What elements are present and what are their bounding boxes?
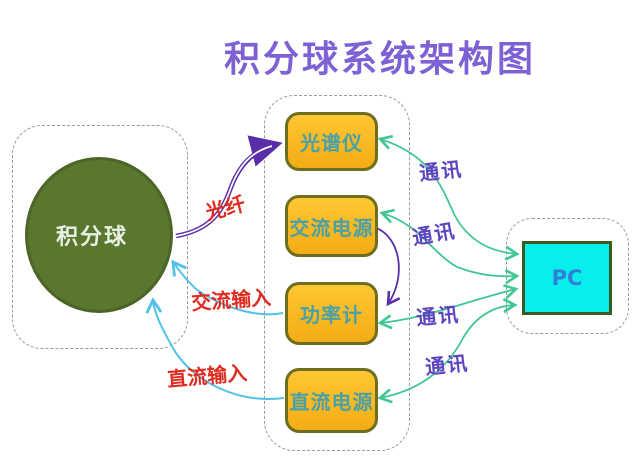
spectrometer-node: 光谱仪 [285, 112, 378, 171]
pc-node: PC [522, 241, 612, 315]
dc-power-supply-label: 直流电源 [289, 390, 374, 414]
comm-label-power-meter: 通讯 [415, 302, 462, 330]
ac-power-supply-node: 交流电源 [285, 195, 378, 257]
ac-power-supply-label: 交流电源 [289, 215, 374, 240]
pc-label: PC [551, 266, 583, 290]
comm-label-spectrometer: 通讯 [418, 156, 465, 186]
dc-power-supply-node: 直流电源 [285, 368, 378, 433]
power-meter-node: 功率计 [285, 282, 378, 345]
ac-input-edge-label: 交流输入 [190, 285, 272, 315]
comm-label-dc-supply: 通讯 [424, 350, 471, 380]
spectrometer-label: 光谱仪 [300, 131, 363, 155]
dc-input-edge-label: 直流输入 [166, 360, 249, 392]
power-meter-label: 功率计 [300, 303, 363, 327]
fiber-edge-label: 光纤 [203, 191, 248, 225]
page-title: 积分球系统架构图 [223, 39, 536, 80]
comm-label-ac-supply: 通讯 [410, 218, 459, 250]
integrating-sphere-label: 积分球 [55, 225, 128, 250]
integrating-sphere-node: 积分球 [25, 157, 173, 313]
